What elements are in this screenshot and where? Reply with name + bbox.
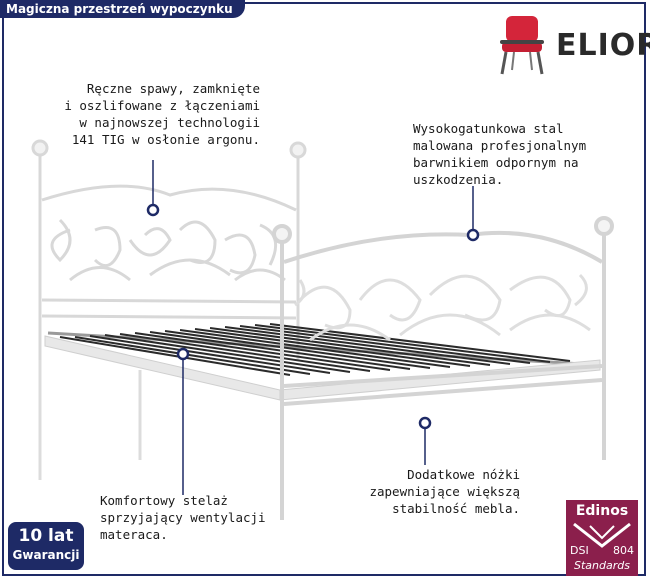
- callout-legs: Dodatkowe nóżki zapewniające większą sta…: [369, 467, 520, 516]
- pointer-dot-steel: [466, 228, 480, 242]
- warranty-badge: 10 lat Gwarancji: [8, 522, 84, 570]
- brand-name: ELIOR: [556, 28, 650, 63]
- certificate-standard: Standards: [574, 559, 630, 572]
- certificate-emblem-icon: [573, 522, 631, 548]
- certificate-badge: Edinos DSI 804 Standards: [566, 500, 638, 576]
- certificate-name: Edinos: [575, 503, 629, 519]
- warranty-years: 10 lat: [18, 526, 74, 546]
- certificate-code-right: 804: [613, 544, 634, 557]
- page-title: Magiczna przestrzeń wypoczynku: [0, 0, 245, 18]
- callout-steel: Wysokogatunkowa stal malowana profesjona…: [413, 121, 587, 187]
- pointer-dot-slats: [176, 347, 190, 361]
- callout-slats: Komfortowy stelaż sprzyjający wentylacji…: [100, 493, 266, 542]
- brand-logo: ELIOR: [496, 8, 650, 78]
- callout-welds: Ręczne spawy, zamknięte i oszlifowane z …: [64, 81, 260, 147]
- certificate-code-left: DSI: [570, 544, 589, 557]
- pointer-dot-welds: [146, 203, 160, 217]
- pointer-dot-legs: [418, 416, 432, 430]
- warranty-label: Gwarancji: [12, 548, 80, 562]
- chair-icon: [500, 16, 544, 75]
